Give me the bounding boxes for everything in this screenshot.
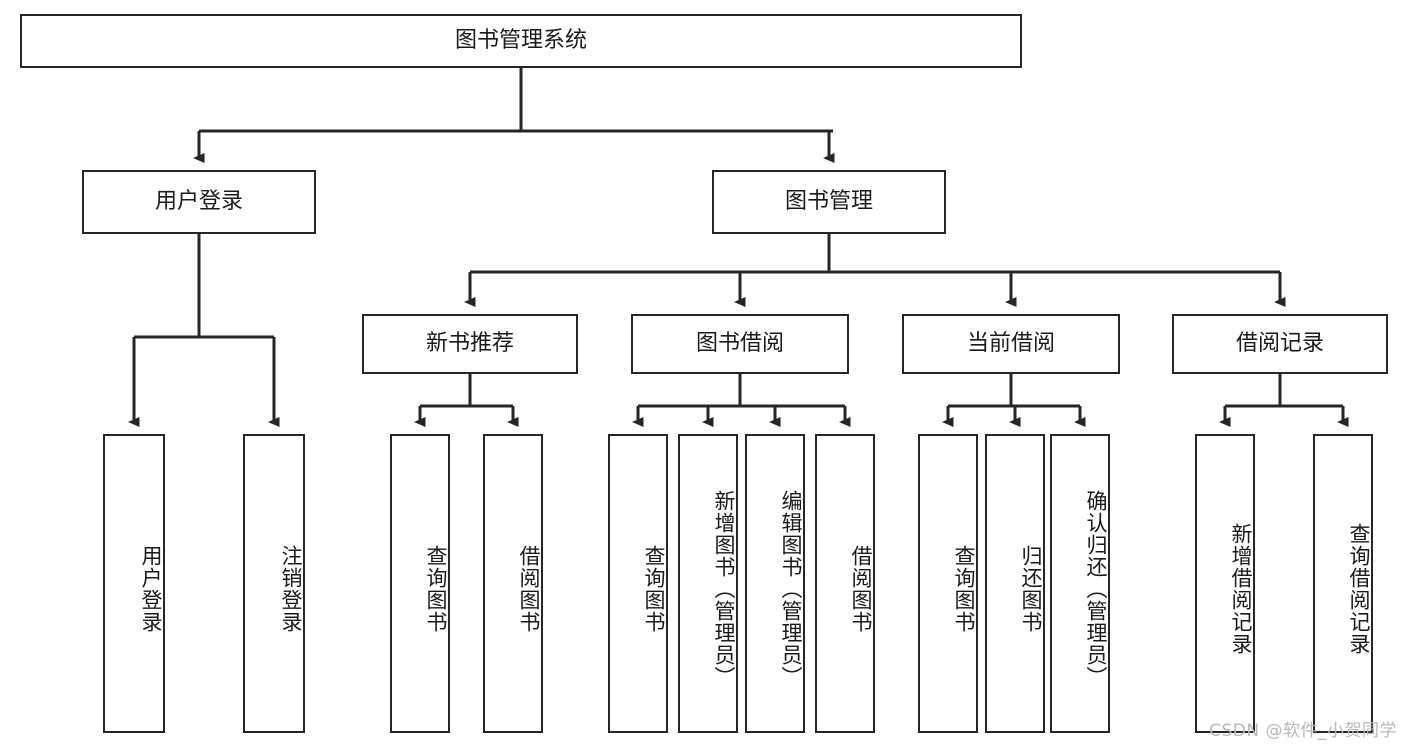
leaf-add-book[interactable]: 新增图书（管理员）	[678, 434, 738, 733]
node-book-borrow-label: 图书借阅	[695, 331, 784, 357]
edge-group-book-borrow	[632, 374, 851, 427]
node-user-login-label: 用户登录	[154, 189, 243, 215]
edge-group-current-borrow	[942, 374, 1086, 427]
node-book-manage[interactable]: 图书管理	[712, 170, 946, 234]
node-borrow-record-label: 借阅记录	[1235, 331, 1324, 357]
leaf-return-book[interactable]: 归还图书	[985, 434, 1045, 733]
node-new-book-recommend-label: 新书推荐	[425, 331, 514, 357]
leaf-confirm-return[interactable]: 确认归还（管理员）	[1050, 434, 1110, 733]
leaf-borrow-book-1-label: 借阅图书	[517, 544, 541, 633]
leaf-edit-book-label: 编辑图书（管理员）	[779, 489, 803, 688]
node-book-manage-label: 图书管理	[784, 189, 873, 215]
leaf-query-book-3-label: 查询图书	[952, 544, 976, 633]
edge-group-borrow-record	[1219, 374, 1349, 427]
node-borrow-record[interactable]: 借阅记录	[1172, 314, 1388, 374]
leaf-logout[interactable]: 注销登录	[243, 434, 305, 733]
watermark-text: CSDN @软件_小贺同学	[1209, 721, 1397, 741]
leaf-add-record[interactable]: 新增借阅记录	[1195, 434, 1255, 733]
leaf-add-book-label: 新增图书（管理员）	[712, 489, 736, 688]
leaf-query-record-label: 查询借阅记录	[1347, 522, 1371, 655]
node-current-borrow-label: 当前借阅	[966, 331, 1055, 357]
node-user-login[interactable]: 用户登录	[82, 170, 316, 234]
leaf-borrow-book-2-label: 借阅图书	[849, 544, 873, 633]
leaf-query-book-1[interactable]: 查询图书	[390, 434, 450, 733]
edge-group-root	[193, 68, 835, 163]
node-root[interactable]: 图书管理系统	[20, 14, 1022, 68]
leaf-logout-label: 注销登录	[279, 544, 303, 633]
leaf-query-book-2-label: 查询图书	[642, 544, 666, 633]
node-root-label: 图书管理系统	[454, 28, 587, 54]
edge-group-user-login	[128, 234, 280, 427]
leaf-user-login-label: 用户登录	[139, 544, 163, 633]
leaf-return-book-label: 归还图书	[1019, 544, 1043, 633]
leaf-query-book-2[interactable]: 查询图书	[608, 434, 668, 733]
leaf-confirm-return-label: 确认归还（管理员）	[1084, 489, 1108, 688]
leaf-query-book-3[interactable]: 查询图书	[918, 434, 978, 733]
leaf-query-record[interactable]: 查询借阅记录	[1313, 434, 1373, 733]
leaf-borrow-book-1[interactable]: 借阅图书	[483, 434, 543, 733]
leaf-add-record-label: 新增借阅记录	[1229, 522, 1253, 655]
edge-group-new-book-recommend	[414, 374, 519, 427]
node-book-borrow[interactable]: 图书借阅	[631, 314, 849, 374]
leaf-user-login[interactable]: 用户登录	[103, 434, 165, 733]
leaf-query-book-1-label: 查询图书	[424, 544, 448, 633]
edge-group-book-manage	[464, 234, 1286, 307]
node-current-borrow[interactable]: 当前借阅	[902, 314, 1120, 374]
leaf-borrow-book-2[interactable]: 借阅图书	[815, 434, 875, 733]
node-new-book-recommend[interactable]: 新书推荐	[362, 314, 578, 374]
leaf-edit-book[interactable]: 编辑图书（管理员）	[745, 434, 805, 733]
